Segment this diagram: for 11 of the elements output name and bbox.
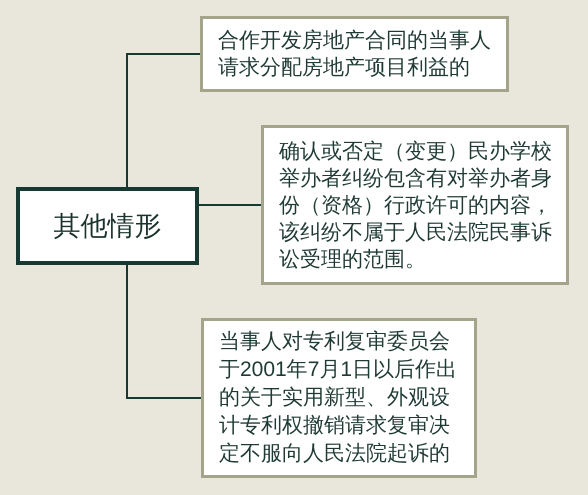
branch-text: 确认或否定（变更）民办学校举办者纠纷包含有对举办者身份（资格）行政许可的内容，该纠纷不属于人民法院民事诉讼受理的范围。 [279, 138, 553, 272]
branch-box [261, 125, 569, 285]
branch-box [201, 318, 477, 478]
branch-text: 合作开发房地产合同的当事人请求分配房地产项目利益的 [218, 28, 492, 81]
branch-box [200, 16, 509, 92]
connector-line [199, 204, 261, 206]
topic-title: 其他情形 [54, 210, 162, 243]
connector-line [126, 53, 200, 187]
branch-text: 当事人对专利复审委员会于2001年7月1日以后作出的关于实用新型、外观设计专利权撤销请求复审决定不服向人民法院起诉的 [219, 329, 458, 467]
connector-line [126, 265, 201, 399]
topic-box [16, 187, 199, 265]
